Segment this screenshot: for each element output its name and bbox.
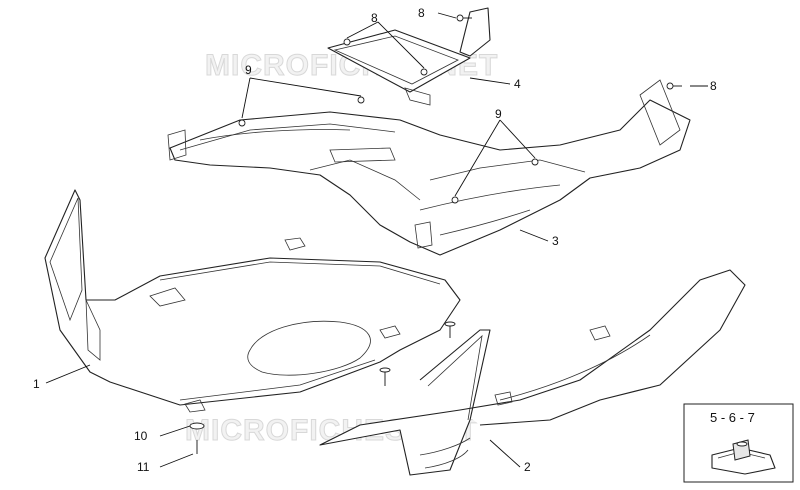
callout-3: 3 [552,234,559,248]
screw-9c [451,196,459,204]
screw-8a [343,38,351,46]
callout-9-left: 9 [245,63,252,77]
hardware [189,14,682,454]
callout-8-top: 8 [371,11,378,25]
part-4-center-plate [327,7,491,106]
washer-10b [379,367,391,373]
screw-9a [238,119,246,127]
callout-8-far-right: 8 [710,79,717,93]
screw-9b [357,96,365,104]
callout-10: 10 [134,429,148,443]
callout-1: 1 [33,377,40,391]
callout-4: 4 [514,77,521,91]
callout-11: 11 [137,460,150,474]
washer-10c [189,422,205,430]
part-2-lower-fairing [319,269,746,476]
speed-nut-icon [711,439,776,475]
part-3-footboard [167,79,691,256]
callout-labels: 8 8 8 9 9 4 3 1 2 10 11 [33,6,717,474]
screw-8c [456,14,464,22]
inset-title: 5 - 6 - 7 [710,410,755,425]
callout-8-right-top: 8 [418,6,425,20]
washer-10a [444,321,456,327]
leader-lines [45,12,708,468]
callout-9-right: 9 [495,107,502,121]
screw-8d [666,82,674,90]
inset-box: 5 - 6 - 7 [683,403,794,483]
screw-9d [531,158,539,166]
screw-8b [420,68,428,76]
callout-2: 2 [524,460,531,474]
part-1-floor-panel [44,189,461,413]
